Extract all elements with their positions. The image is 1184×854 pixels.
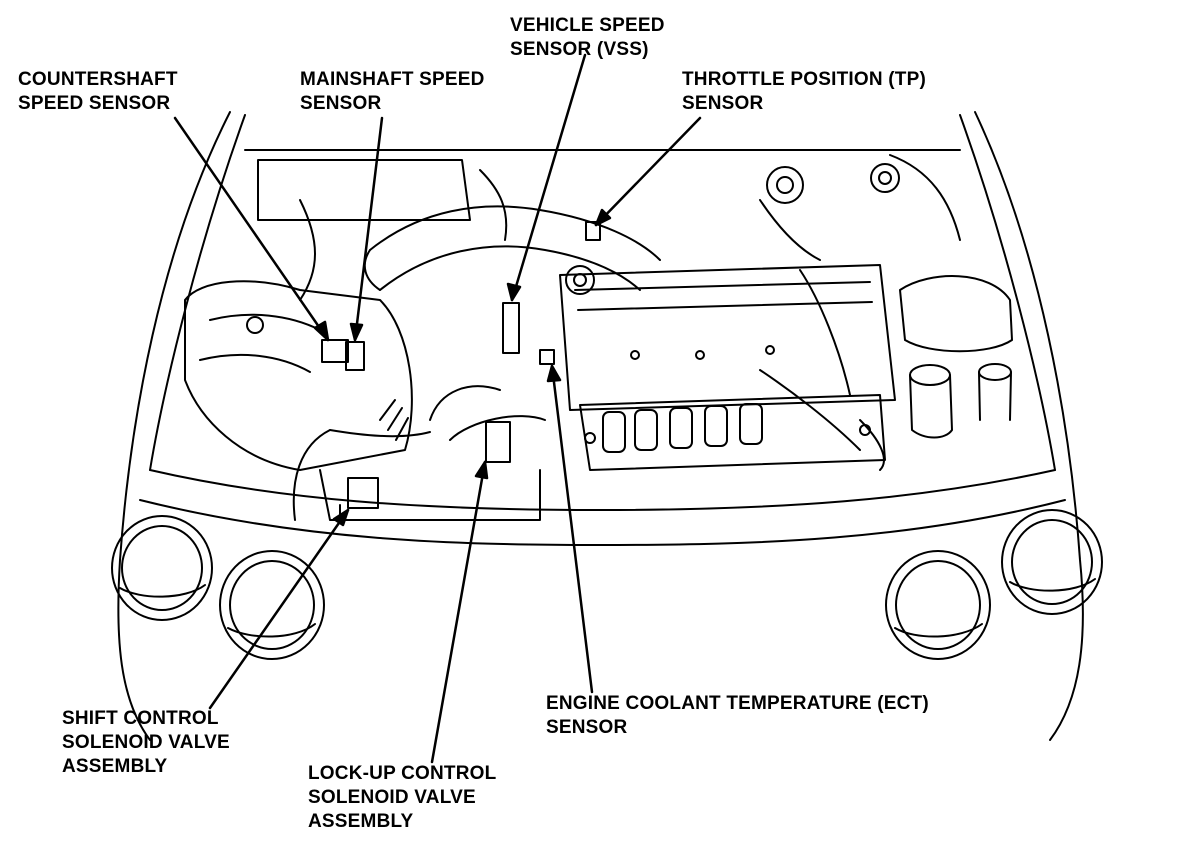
mainshaft-sensor-body bbox=[345, 341, 365, 371]
sensor-shapes bbox=[321, 221, 601, 509]
right-headlights bbox=[885, 509, 1103, 660]
tp-label: THROTTLE POSITION (TP) SENSOR bbox=[682, 68, 926, 116]
mainshaft-label: MAINSHAFT SPEED SENSOR bbox=[300, 68, 485, 116]
shift-solenoid-label-line1: SHIFT CONTROL bbox=[62, 708, 219, 729]
intake-manifold bbox=[579, 394, 886, 471]
shift-solenoid-label-line3: ASSEMBLY bbox=[62, 756, 168, 777]
lockup-solenoid-label-line1: LOCK-UP CONTROL bbox=[308, 763, 497, 784]
lockup-leader bbox=[430, 460, 487, 764]
tp-sensor-body bbox=[585, 221, 601, 241]
tp-label-line2: SENSOR bbox=[682, 93, 764, 114]
lockup-solenoid-body bbox=[485, 421, 511, 463]
transaxle bbox=[184, 280, 431, 471]
left-headlights bbox=[111, 515, 325, 660]
mainshaft-label-line1: MAINSHAFT SPEED bbox=[300, 69, 485, 90]
mainshaft-label-line2: SENSOR bbox=[300, 93, 382, 114]
right-components bbox=[759, 163, 1013, 439]
ect-sensor-body bbox=[539, 349, 555, 365]
shift-solenoid-body bbox=[347, 477, 379, 509]
leader-lines bbox=[173, 53, 702, 764]
ect-label: ENGINE COOLANT TEMPERATURE (ECT) SENSOR bbox=[546, 692, 929, 740]
valve-cover bbox=[559, 264, 896, 411]
vss-label: VEHICLE SPEED SENSOR (VSS) bbox=[510, 14, 665, 62]
shift-solenoid-leader bbox=[208, 508, 350, 710]
vss-label-line2: SENSOR (VSS) bbox=[510, 39, 649, 60]
ect-leader bbox=[550, 364, 594, 694]
lockup-solenoid-label-line2: SOLENOID VALVE bbox=[308, 787, 476, 808]
ect-label-line2: SENSOR bbox=[546, 717, 628, 738]
countershaft-label-line1: COUNTERSHAFT bbox=[18, 69, 178, 90]
vss-body bbox=[502, 302, 520, 354]
lockup-solenoid-label: LOCK-UP CONTROL SOLENOID VALVE ASSEMBLY bbox=[308, 762, 496, 834]
air-intake-duct bbox=[363, 205, 661, 291]
vss-label-line1: VEHICLE SPEED bbox=[510, 15, 665, 36]
countershaft-sensor-body bbox=[321, 339, 349, 363]
lockup-solenoid-label-line3: ASSEMBLY bbox=[308, 811, 414, 832]
tp-leader bbox=[594, 116, 702, 227]
countershaft-label: COUNTERSHAFT SPEED SENSOR bbox=[18, 68, 178, 116]
mainshaft-leader bbox=[353, 116, 384, 342]
shift-solenoid-label: SHIFT CONTROL SOLENOID VALVE ASSEMBLY bbox=[62, 707, 230, 779]
countershaft-leader bbox=[173, 116, 330, 342]
ect-label-line1: ENGINE COOLANT TEMPERATURE (ECT) bbox=[546, 693, 929, 714]
firewall bbox=[244, 149, 961, 241]
vss-leader bbox=[510, 53, 587, 302]
tp-label-line1: THROTTLE POSITION (TP) bbox=[682, 69, 926, 90]
car-body-outline bbox=[117, 111, 1084, 741]
countershaft-label-line2: SPEED SENSOR bbox=[18, 93, 171, 114]
hoses-and-wiring bbox=[292, 169, 885, 521]
shift-solenoid-label-line2: SOLENOID VALVE bbox=[62, 732, 230, 753]
